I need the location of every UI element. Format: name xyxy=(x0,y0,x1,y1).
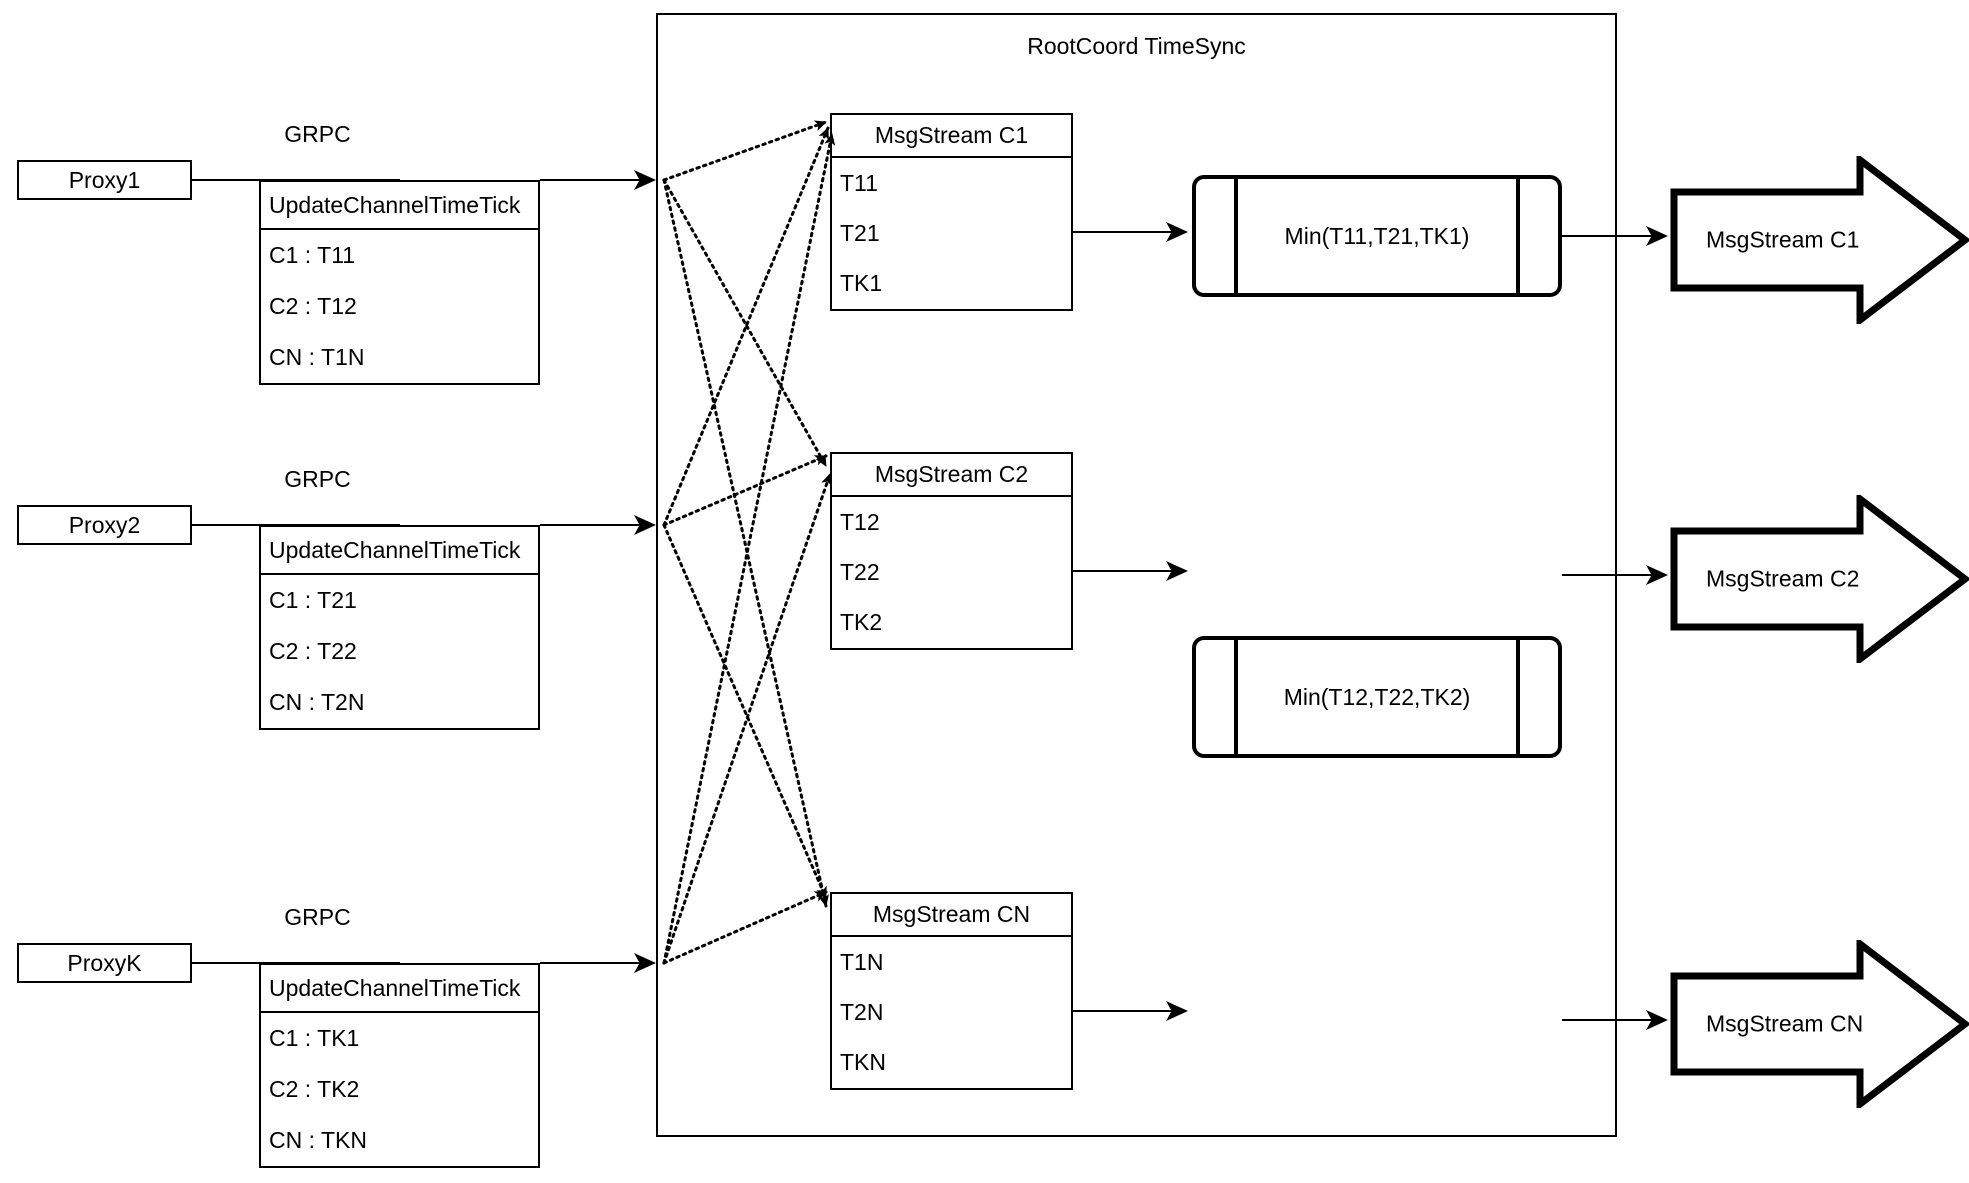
table-row: TK2 xyxy=(840,609,883,636)
proxy-label: ProxyK xyxy=(67,949,142,976)
table-row: T1N xyxy=(840,948,884,975)
output-label: MsgStream C1 xyxy=(1706,226,1860,253)
table-body: T12 T22 TK2 xyxy=(832,497,1071,648)
msgstream-table-1: MsgStream C1 T11 T21 TK1 xyxy=(830,113,1073,311)
process-bar-right xyxy=(1516,179,1520,293)
table-row: TK1 xyxy=(840,270,883,297)
proxy-label: Proxy1 xyxy=(68,166,141,193)
update-channel-timetick-table-1: UpdateChannelTimeTick C1 : T11 C2 : T12 … xyxy=(259,180,540,385)
output-label: MsgStream CN xyxy=(1706,1010,1864,1037)
proxy-box-1[interactable]: Proxy1 xyxy=(17,160,192,200)
table-row: C2 : T22 xyxy=(269,637,357,664)
table-row: TKN xyxy=(840,1049,886,1076)
output-block-arrow-1: MsgStream C1 xyxy=(1670,156,1969,324)
grpc-label-3: GRPC xyxy=(284,904,351,930)
proxy-box-3[interactable]: ProxyK xyxy=(17,943,192,983)
update-channel-timetick-table-3: UpdateChannelTimeTick C1 : TK1 C2 : TK2 … xyxy=(259,963,540,1168)
output-label: MsgStream C2 xyxy=(1706,565,1860,592)
output-block-arrow-3: MsgStream CN xyxy=(1670,940,1969,1108)
table-row: CN : T1N xyxy=(269,343,365,370)
table-row: T2N xyxy=(840,998,884,1025)
table-row: C2 : T12 xyxy=(269,292,357,319)
table-row: C1 : T21 xyxy=(269,586,357,613)
table-header: UpdateChannelTimeTick xyxy=(261,965,538,1013)
table-body: T11 T21 TK1 xyxy=(832,158,1071,309)
table-row: T22 xyxy=(840,558,880,585)
table-row: C1 : T11 xyxy=(269,241,356,268)
proxy-label: Proxy2 xyxy=(68,511,141,538)
process-label: Min(T11,T21,TK1) xyxy=(1284,222,1470,249)
min-process-box-1: Min(T11,T21,TK1) xyxy=(1192,175,1562,297)
table-header: UpdateChannelTimeTick xyxy=(261,182,538,230)
proxy-box-2[interactable]: Proxy2 xyxy=(17,505,192,545)
msgstream-table-2: MsgStream C2 T12 T22 TK2 xyxy=(830,452,1073,650)
table-header: MsgStream C1 xyxy=(832,115,1071,158)
table-row: T21 xyxy=(840,219,880,246)
grpc-label-2: GRPC xyxy=(284,466,351,492)
update-channel-timetick-table-2: UpdateChannelTimeTick C1 : T21 C2 : T22 … xyxy=(259,525,540,730)
table-row: C2 : TK2 xyxy=(269,1075,360,1102)
table-row: T12 xyxy=(840,508,880,535)
table-row: CN : T2N xyxy=(269,688,365,715)
table-body: C1 : T11 C2 : T12 CN : T1N xyxy=(261,230,538,383)
table-header: MsgStream C2 xyxy=(832,454,1071,497)
process-label: Min(T12,T22,TK2) xyxy=(1283,683,1471,710)
min-process-box-2: Min(T12,T22,TK2) xyxy=(1192,636,1562,758)
table-header: UpdateChannelTimeTick xyxy=(261,527,538,575)
table-row: T11 xyxy=(840,169,878,196)
table-body: T1N T2N TKN xyxy=(832,937,1071,1088)
process-bar-left xyxy=(1234,640,1238,754)
table-body: C1 : T21 C2 : T22 CN : T2N xyxy=(261,575,538,728)
process-bar-left xyxy=(1234,179,1238,293)
msgstream-table-3: MsgStream CN T1N T2N TKN xyxy=(830,892,1073,1090)
process-bar-right xyxy=(1516,640,1520,754)
output-block-arrow-2: MsgStream C2 xyxy=(1670,495,1969,663)
grpc-label-1: GRPC xyxy=(284,121,351,147)
table-row: CN : TKN xyxy=(269,1126,367,1153)
table-header: MsgStream CN xyxy=(832,894,1071,937)
table-row: C1 : TK1 xyxy=(269,1024,360,1051)
rootcoord-timesync-title: RootCoord TimeSync xyxy=(1027,33,1246,59)
table-body: C1 : TK1 C2 : TK2 CN : TKN xyxy=(261,1013,538,1166)
